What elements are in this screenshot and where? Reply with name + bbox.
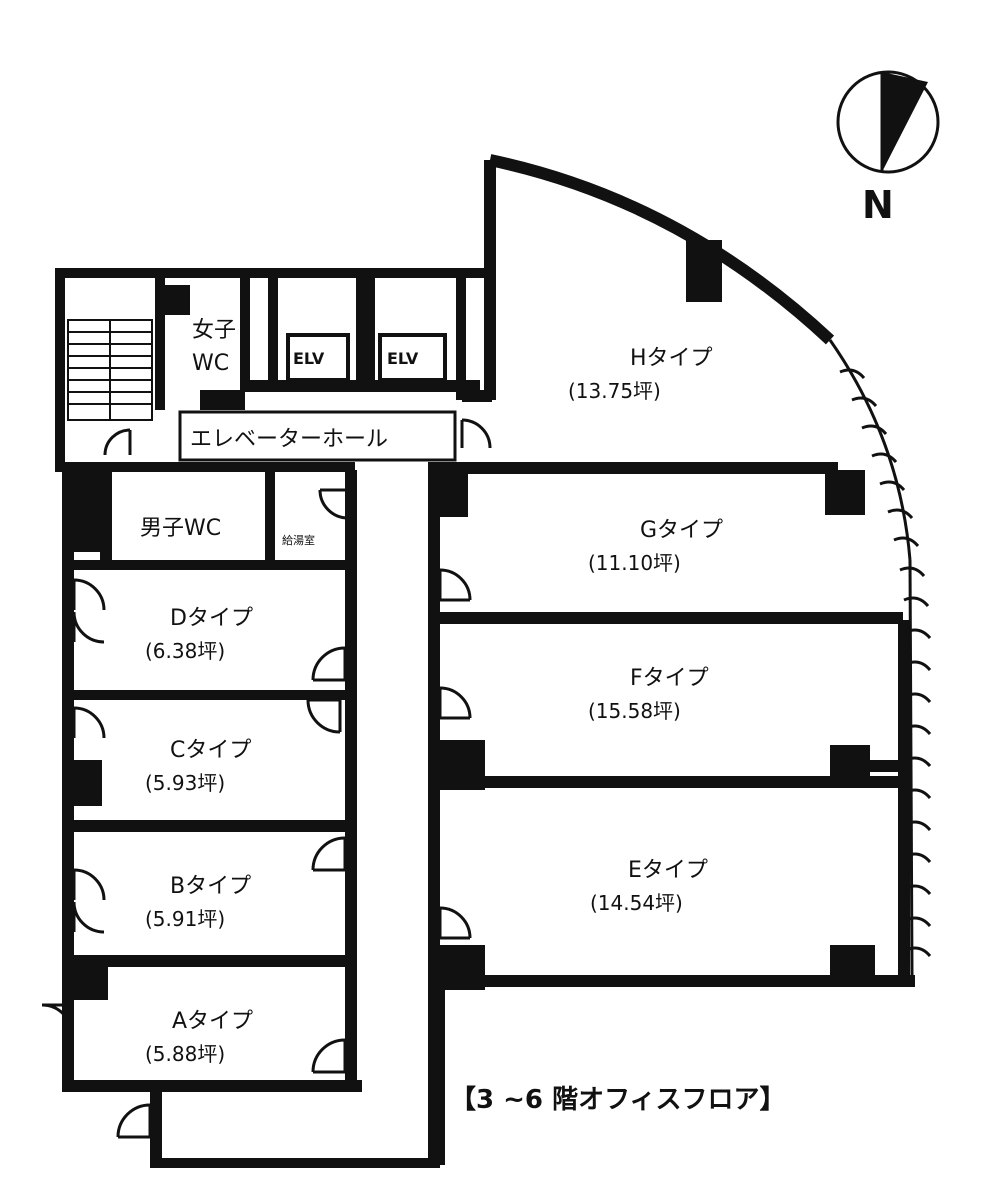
elevator-1-label: ELV <box>293 349 325 368</box>
outer-walls <box>55 154 915 1168</box>
room-f-area: (15.58坪) <box>588 699 681 723</box>
room-g-name: Gタイプ <box>640 518 723 543</box>
inner-walls <box>62 270 480 1000</box>
womens-wc-label-2: WC <box>192 351 229 376</box>
room-b-area: (5.91坪) <box>145 907 225 931</box>
room-e-area: (14.54坪) <box>590 891 683 915</box>
room-g-area: (11.10坪) <box>588 551 681 575</box>
mens-wc-label: 男子WC <box>140 516 221 541</box>
room-e-name: Eタイプ <box>628 858 708 883</box>
room-h-area: (13.75坪) <box>568 379 661 403</box>
womens-wc-label: 女子 <box>192 318 236 343</box>
north-arrow-icon <box>836 70 940 174</box>
room-d-name: Dタイプ <box>170 606 253 631</box>
room-f-name: Fタイプ <box>630 666 709 691</box>
elevator-2-label: ELV <box>387 349 419 368</box>
compass-label: N <box>862 183 894 227</box>
floor-title: 【3 ~6 階オフィスフロア】 <box>450 1085 786 1115</box>
curved-window-bay <box>828 339 932 976</box>
room-c-name: Cタイプ <box>170 738 251 763</box>
room-a-area: (5.88坪) <box>145 1042 225 1066</box>
doors <box>41 418 492 1139</box>
room-b-name: Bタイプ <box>170 874 251 899</box>
room-a-name: Aタイプ <box>172 1009 253 1034</box>
stairs <box>68 320 152 420</box>
elevator-hall-label: エレベーターホール <box>190 427 388 452</box>
small-room-label: 給湯室 <box>282 533 315 547</box>
room-h-name: Hタイプ <box>630 346 713 371</box>
room-c-area: (5.93坪) <box>145 771 225 795</box>
room-d-area: (6.38坪) <box>145 639 225 663</box>
